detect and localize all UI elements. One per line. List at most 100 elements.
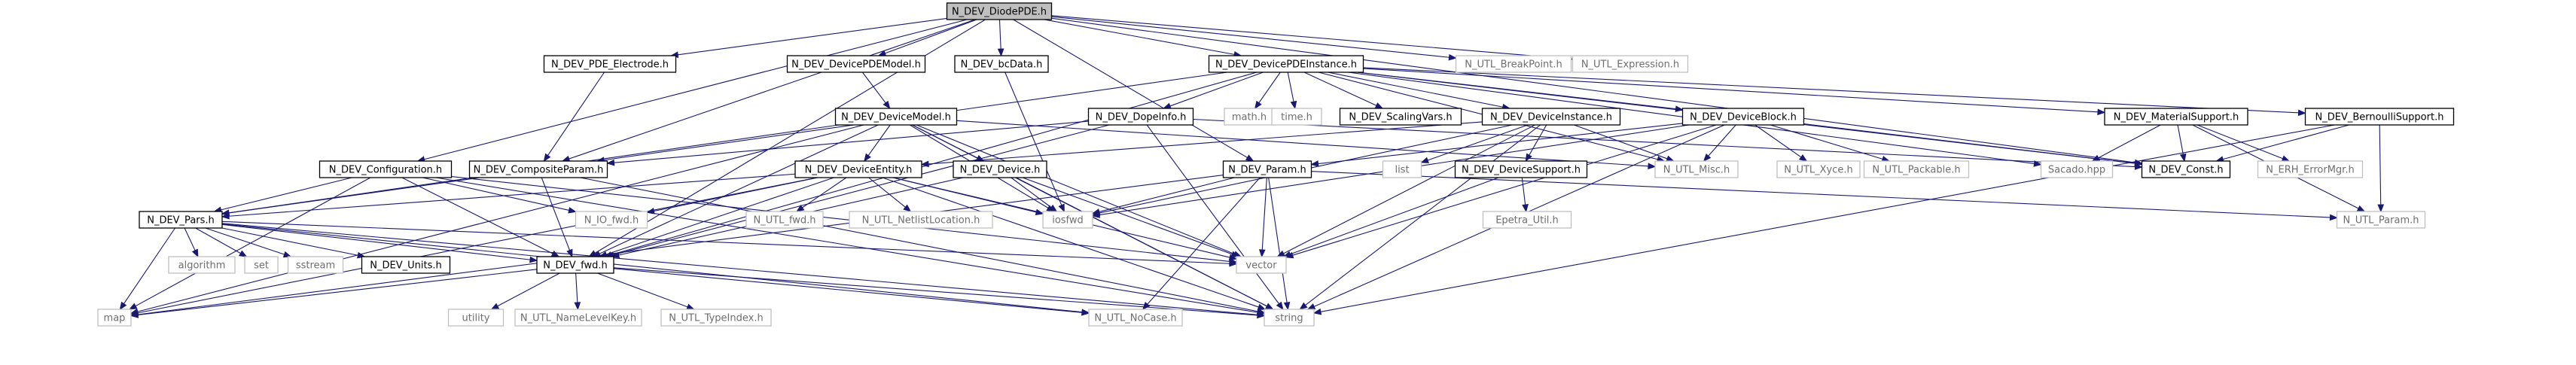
graph-node-n-bcdata[interactable]: N_DEV_bcData.h bbox=[954, 55, 1049, 73]
graph-node-n-pde-electrode[interactable]: N_DEV_PDE_Electrode.h bbox=[543, 55, 677, 73]
graph-node-n-deviceblock[interactable]: N_DEV_DeviceBlock.h bbox=[1681, 108, 1805, 126]
edge-arrowhead bbox=[883, 100, 891, 110]
edge-n-param-to-string bbox=[1268, 177, 1288, 303]
node-box bbox=[1863, 160, 1970, 178]
node-label: set bbox=[254, 260, 269, 272]
edge-arrowhead bbox=[221, 212, 230, 220]
graph-node-n-pars[interactable]: N_DEV_Pars.h bbox=[139, 211, 223, 229]
edge-n-deviceinstance-to-n-deviceentity bbox=[928, 121, 1483, 165]
graph-node-n-const[interactable]: N_DEV_Const.h bbox=[2141, 160, 2231, 178]
edge-n-materialsupport-to-n-const bbox=[2177, 124, 2184, 155]
graph-node-n-utl-param: N_UTL_Param.h bbox=[2336, 211, 2426, 229]
graph-node-map: map bbox=[97, 309, 132, 327]
edge-arrowhead bbox=[1282, 251, 1292, 257]
edge-arrowhead bbox=[282, 251, 292, 258]
edge-arrowhead bbox=[2033, 160, 2042, 167]
graph-node-n-dopeinfo[interactable]: N_DEV_DopeInfo.h bbox=[1087, 108, 1194, 126]
graph-node-n-configuration[interactable]: N_DEV_Configuration.h bbox=[319, 160, 453, 178]
edge-arrowhead bbox=[1306, 303, 1316, 310]
node-label: N_UTL_NameLevelKey.h bbox=[520, 313, 636, 324]
edge-arrowhead bbox=[1258, 249, 1266, 258]
node-label: N_UTL_Misc.h bbox=[1663, 165, 1730, 176]
edge-n-pars-to-n-nocase bbox=[221, 224, 1083, 313]
edge-n-param-to-n-utl-param bbox=[1311, 171, 2331, 218]
node-label: N_DEV_DeviceInstance.h bbox=[1490, 112, 1612, 123]
node-label: iosfwd bbox=[1052, 215, 1084, 227]
graph-node-utility: utility bbox=[447, 309, 505, 327]
edge-n-bernoulli-to-n-const bbox=[2222, 124, 2349, 160]
graph-node-algorithm: algorithm bbox=[168, 256, 236, 274]
edge-n-bcdata-to-iosfwd bbox=[1004, 71, 1062, 205]
edge-n-deviceblock-to-n-param bbox=[1318, 123, 1683, 165]
node-label: N_DEV_Device.h bbox=[960, 165, 1041, 176]
edge-n-pars-to-n-units bbox=[221, 227, 358, 256]
edge-arrowhead bbox=[2134, 160, 2143, 167]
node-label: N_UTL_Expression.h bbox=[1581, 59, 1679, 71]
edge-n-configuration-to-n-pars bbox=[221, 177, 352, 211]
node-box bbox=[1088, 309, 1183, 327]
edge-arrowhead bbox=[1799, 154, 1808, 162]
graph-node-n-materialsupport[interactable]: N_DEV_MaterialSupport.h bbox=[2104, 108, 2248, 126]
node-label: N_DEV_Param.h bbox=[1228, 165, 1306, 176]
node-label: N_DEV_CompositeParam.h bbox=[474, 165, 604, 176]
edge-n-configuration-to-vector bbox=[451, 176, 1230, 262]
graph-node-root[interactable]: N_DEV_DiodePDE.h bbox=[946, 2, 1053, 20]
graph-node-n-units[interactable]: N_DEV_Units.h bbox=[361, 256, 451, 274]
edge-n-devicemodel-to-n-misc bbox=[956, 120, 1649, 167]
graph-node-n-dev-fwd[interactable]: N_DEV_fwd.h bbox=[536, 256, 614, 274]
edge-arrowhead bbox=[1648, 163, 1657, 170]
graph-node-n-devpdemodel[interactable]: N_DEV_DevicePDEModel.h bbox=[786, 55, 926, 73]
node-label: vector bbox=[1245, 260, 1277, 272]
edge-n-deviceinstance-to-vector bbox=[1283, 124, 1535, 254]
edge-arrowhead bbox=[1142, 302, 1151, 311]
node-box bbox=[361, 256, 451, 274]
edge-arrowhead bbox=[1299, 302, 1308, 310]
node-label: N_DEV_DevicePDEInstance.h bbox=[1215, 59, 1357, 71]
edge-n-param-to-n-nocase bbox=[1147, 177, 1261, 305]
graph-node-n-devpdeinstance[interactable]: N_DEV_DevicePDEInstance.h bbox=[1208, 55, 1364, 73]
edge-root-to-n-const bbox=[1051, 17, 2135, 163]
node-box bbox=[946, 2, 1053, 20]
edge-arrowhead bbox=[543, 153, 551, 163]
node-label: N_UTL_fwd.h bbox=[753, 215, 815, 227]
edge-arrowhead bbox=[119, 301, 127, 311]
node-box bbox=[575, 211, 648, 229]
edge-n-materialsupport-to-n-errormgr bbox=[2196, 124, 2283, 160]
edge-arrowhead bbox=[997, 48, 1004, 57]
node-box bbox=[1222, 160, 1312, 178]
edge-arrowhead bbox=[1310, 160, 1319, 167]
graph-node-n-compositeparam[interactable]: N_DEV_CompositeParam.h bbox=[468, 160, 608, 178]
edge-arrowhead bbox=[1163, 102, 1172, 109]
edge-arrowhead bbox=[2356, 205, 2366, 212]
edge-n-deviceblock-to-n-misc bbox=[1708, 124, 1736, 157]
graph-node-n-deviceentity[interactable]: N_DEV_DeviceEntity.h bbox=[794, 160, 922, 178]
node-box bbox=[1208, 55, 1364, 73]
node-label: sstream bbox=[296, 260, 335, 272]
graph-node-n-bernoulli[interactable]: N_DEV_BernoulliSupport.h bbox=[2304, 108, 2455, 126]
graph-node-n-netlistloc: N_UTL_NetlistLocation.h bbox=[849, 211, 993, 229]
graph-node-n-scalingvars[interactable]: N_DEV_ScalingVars.h bbox=[1339, 108, 1462, 126]
edge-n-devicemodel-to-vector bbox=[916, 124, 1235, 255]
edge-arrowhead bbox=[1245, 154, 1254, 162]
graph-node-n-deviceinstance[interactable]: N_DEV_DeviceInstance.h bbox=[1481, 108, 1621, 126]
graph-node-n-device[interactable]: N_DEV_Device.h bbox=[953, 160, 1047, 178]
graph-node-n-devicemodel[interactable]: N_DEV_DeviceModel.h bbox=[834, 108, 958, 126]
graph-node-n-devicesupport[interactable]: N_DEV_DeviceSupport.h bbox=[1454, 160, 1588, 178]
graph-node-n-param[interactable]: N_DEV_Param.h bbox=[1222, 160, 1312, 178]
edge-arrowhead bbox=[550, 250, 560, 257]
edge-arrowhead bbox=[1229, 260, 1238, 267]
node-label: N_DEV_DeviceSupport.h bbox=[1462, 165, 1581, 176]
edge-arrowhead bbox=[920, 160, 929, 168]
edge-arrowhead bbox=[2281, 155, 2291, 162]
edge-arrowhead bbox=[2329, 214, 2338, 221]
edge-arrowhead bbox=[606, 159, 615, 166]
node-label: N_UTL_BreakPoint.h bbox=[1465, 59, 1562, 71]
node-box bbox=[139, 211, 223, 229]
edge-n-materialsupport-to-sacado bbox=[2098, 124, 2161, 159]
edge-arrowhead bbox=[1058, 203, 1065, 213]
edge-n-devpdeinstance-to-n-bernoulli bbox=[1363, 67, 2299, 114]
node-box bbox=[1042, 211, 1093, 229]
edge-arrowhead bbox=[795, 205, 805, 212]
edge-n-devpdeinstance-to-math bbox=[1258, 71, 1281, 103]
edge-arrowhead bbox=[1290, 100, 1297, 110]
